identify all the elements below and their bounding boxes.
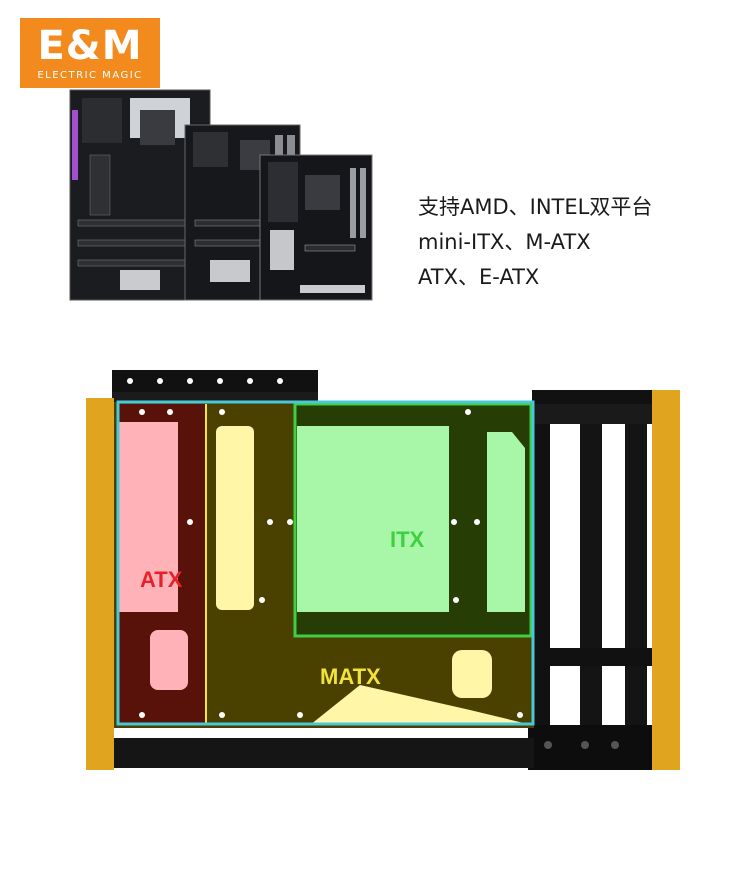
- itx-label: ITX: [390, 527, 425, 552]
- pcie-bracket: [112, 370, 318, 402]
- compatibility-spec: 支持AMD、INTEL双平台 mini-ITX、M-ATX ATX、E-ATX: [418, 190, 738, 295]
- itx-motherboard: [259, 154, 373, 301]
- atx-label: ATX: [140, 567, 183, 592]
- mounting-holes: [139, 409, 523, 718]
- rear-frame: [528, 390, 652, 770]
- logo-mark: E&M: [37, 23, 143, 69]
- spec-line-small-formats: mini-ITX、M-ATX: [418, 230, 591, 254]
- matx-zone: [205, 404, 532, 725]
- left-rail: [86, 398, 114, 770]
- logo-text: ELECTRIC MAGIC: [37, 70, 143, 81]
- bottom-bar: [114, 738, 534, 768]
- itx-zone: [293, 402, 533, 638]
- eatx-outline: [116, 400, 535, 726]
- right-rail: [652, 390, 680, 770]
- spec-line-large-formats: ATX、E-ATX: [418, 265, 540, 289]
- motherboards-illustration: [69, 89, 373, 301]
- spec-line-platform: 支持AMD、INTEL双平台: [418, 195, 653, 219]
- matx-label: MATX: [320, 664, 381, 689]
- open-frame-case: [86, 370, 680, 770]
- brand-logo: E&M ELECTRIC MAGIC: [20, 18, 160, 88]
- atx-zone: [118, 404, 206, 724]
